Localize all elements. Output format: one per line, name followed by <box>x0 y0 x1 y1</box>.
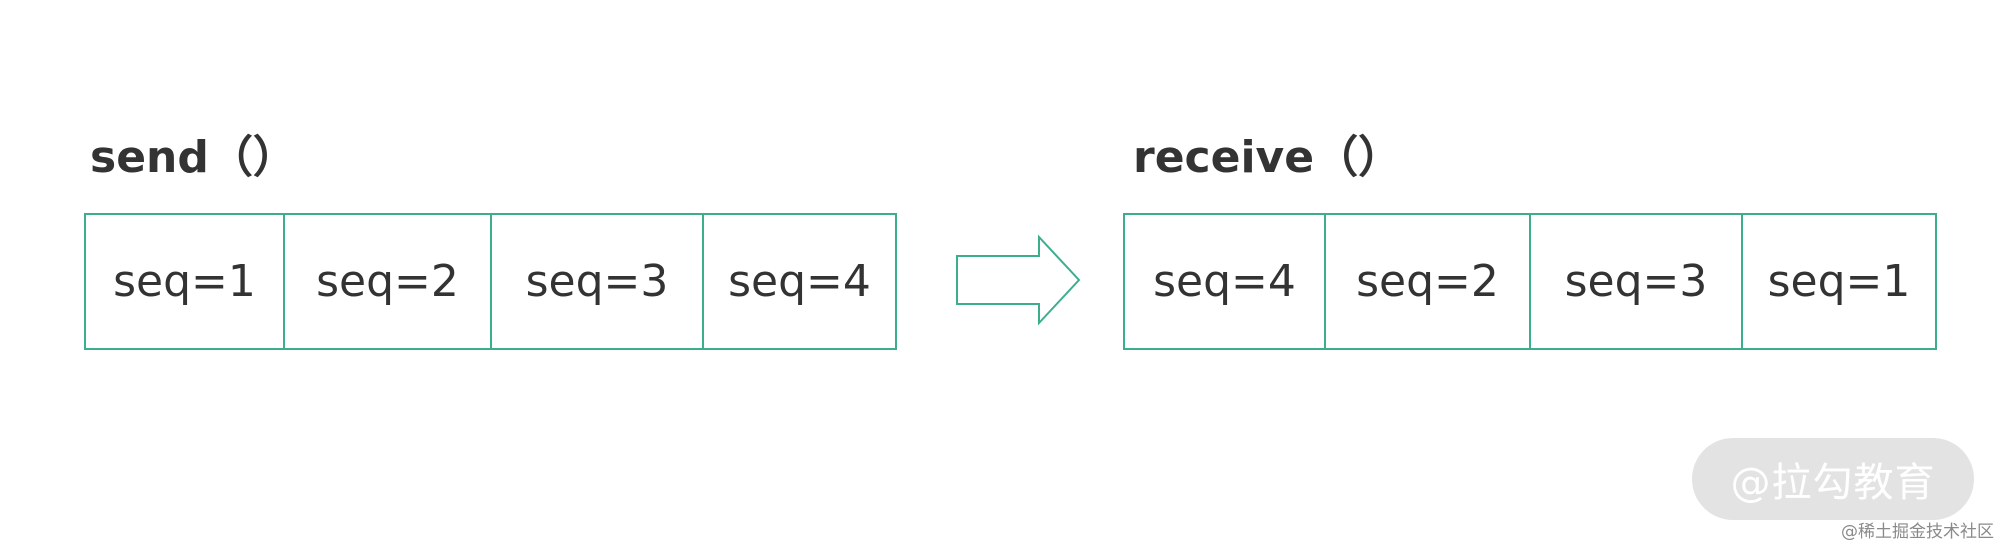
right-arrow-icon <box>956 234 1081 326</box>
send-title: send（） <box>90 132 297 183</box>
receive-sequence-row: seq=4 seq=2 seq=3 seq=1 <box>1123 213 1937 350</box>
receive-title: receive（） <box>1133 132 1403 183</box>
receive-cell-3: seq=3 <box>1531 215 1743 348</box>
receive-cell-4: seq=1 <box>1767 256 1911 307</box>
send-cell-1: seq=1 <box>86 215 285 348</box>
send-cell-2: seq=2 <box>285 215 492 348</box>
footer-credit: @稀土掘金技术社区 <box>1841 522 1994 542</box>
send-sequence-row: seq=1 seq=2 seq=3 seq=4 <box>84 213 897 350</box>
receive-cell-2: seq=2 <box>1326 215 1531 348</box>
watermark-text: @拉勾教育 <box>1730 460 1936 506</box>
receive-cell-1: seq=4 <box>1125 215 1326 348</box>
watermark-badge: @拉勾教育 <box>1692 438 1974 520</box>
send-cell-4: seq=4 <box>728 256 871 307</box>
send-cell-3: seq=3 <box>492 215 704 348</box>
